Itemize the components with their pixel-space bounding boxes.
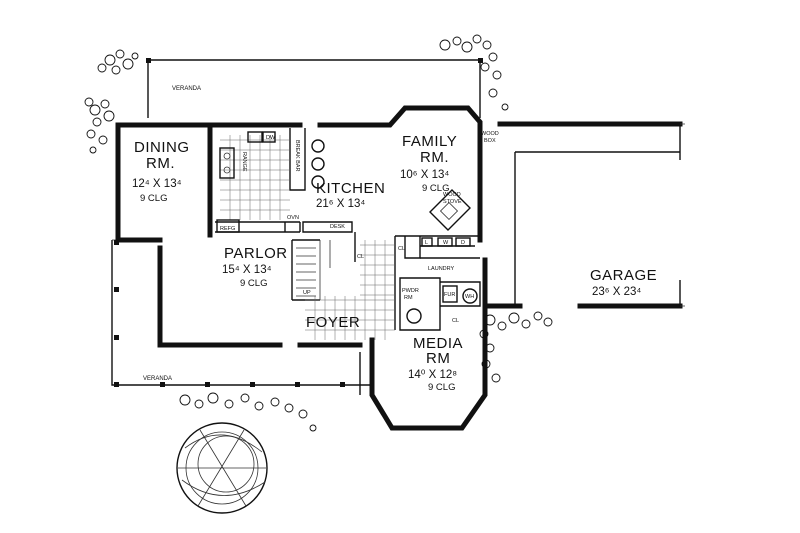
- garage-name: GARAGE: [590, 267, 657, 284]
- exterior-walls: [115, 105, 533, 431]
- parlor-ceiling: 9 CLG: [240, 278, 267, 289]
- dining-name-1: DINING: [134, 139, 190, 156]
- garage-dims: 23⁶ X 23⁴: [592, 286, 641, 298]
- veranda-wrap: [111, 239, 370, 395]
- staircase: [296, 240, 331, 300]
- dining-ceiling: 9 CLG: [140, 193, 167, 204]
- kitchen-name: KITCHEN: [316, 180, 385, 197]
- closet-media-label: CL: [452, 318, 459, 324]
- family-dims: 10⁶ X 13⁴: [400, 169, 449, 181]
- dining-dims: 12⁴ X 13⁴: [132, 178, 182, 190]
- dining-name-2: RM.: [146, 155, 175, 172]
- wood-stove: [429, 189, 471, 231]
- landscape-shrubs: [84, 34, 553, 432]
- media-dims: 14⁰ X 12⁸: [408, 369, 457, 381]
- furnace-label: FUR: [444, 292, 455, 298]
- powder-label-2: RM: [404, 295, 413, 301]
- stair-up-label: UP: [303, 290, 311, 296]
- parlor-dims: 15⁴ X 13⁴: [222, 264, 272, 276]
- wood-box-label-1: WOOD: [481, 131, 499, 137]
- kitchen-fixtures: [216, 131, 325, 233]
- media-name-1: MEDIA: [413, 335, 463, 352]
- room-garage: GARAGE 23⁶ X 23⁴: [590, 267, 657, 298]
- parlor-name: PARLOR: [224, 245, 288, 262]
- linen-label: L: [425, 240, 428, 246]
- washer-label: W: [443, 240, 449, 246]
- utility-fixtures: [406, 237, 478, 324]
- breakfast-bar-label: BREAK BAR: [294, 140, 300, 172]
- room-kitchen: KITCHEN 21⁶ X 13⁴: [316, 180, 385, 210]
- media-name-2: RM: [426, 350, 450, 367]
- fixture-labels: VERANDA VERANDA RANGE DW BREAK BAR REFG …: [143, 86, 499, 382]
- room-family: FAMILY RM. 10⁶ X 13⁴ 9 CLG: [400, 133, 457, 194]
- powder-label-1: PWDR: [402, 288, 419, 294]
- veranda-top-label: VERANDA: [172, 86, 201, 92]
- room-parlor: PARLOR 15⁴ X 13⁴ 9 CLG: [222, 245, 288, 289]
- closet-hall-label: CL: [398, 246, 405, 252]
- foyer-name: FOYER: [306, 314, 360, 331]
- foyer-tile: [305, 240, 395, 340]
- refrig-label: REFG: [220, 226, 235, 232]
- family-name-1: FAMILY: [402, 133, 457, 150]
- family-ceiling: 9 CLG: [422, 183, 449, 194]
- room-dining: DINING RM. 12⁴ X 13⁴ 9 CLG: [132, 139, 190, 204]
- wood-stove-label-1: WOOD: [443, 192, 461, 198]
- room-foyer: FOYER: [306, 314, 360, 331]
- dryer-label: D: [461, 240, 465, 246]
- dw-label: DW: [266, 135, 276, 141]
- garden-trellis: [176, 422, 268, 514]
- closet-foyer-label: CL: [357, 254, 364, 260]
- oven-label: OVN: [287, 215, 299, 221]
- kitchen-dims: 21⁶ X 13⁴: [316, 198, 365, 210]
- wood-stove-label-2: STOVE: [443, 199, 462, 205]
- range-label: RANGE: [241, 152, 247, 172]
- veranda-top: [146, 58, 483, 118]
- wood-box-label-2: BOX: [484, 138, 496, 144]
- family-name-2: RM.: [420, 149, 449, 166]
- laundry-label: LAUNDRY: [428, 266, 455, 272]
- room-media: MEDIA RM 14⁰ X 12⁸ 9 CLG: [408, 335, 463, 393]
- garage-structure: [482, 121, 685, 309]
- veranda-bottom-label: VERANDA: [143, 376, 172, 382]
- desk-label: DESK: [330, 224, 345, 230]
- water-heater-label: WH: [465, 294, 474, 300]
- media-ceiling: 9 CLG: [428, 382, 455, 393]
